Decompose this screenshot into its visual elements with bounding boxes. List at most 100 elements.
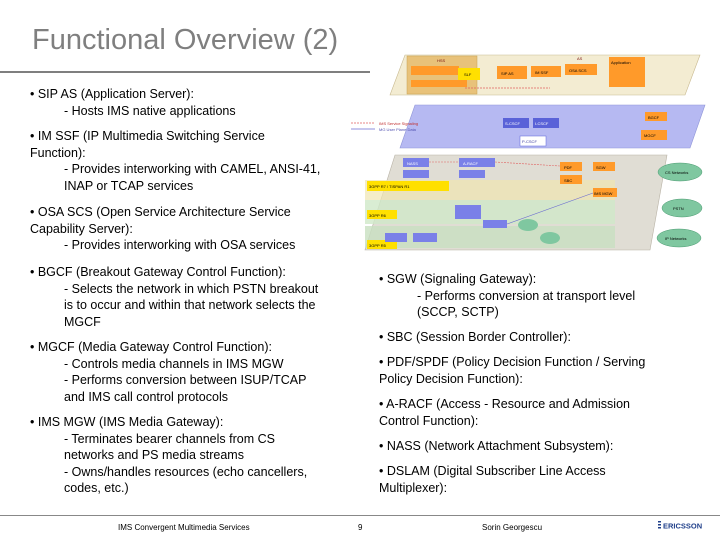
hss-inner-1 — [411, 66, 459, 75]
footer-divider — [0, 515, 720, 516]
ims-architecture-diagram: HSS SLF SIP AS IM SSF AS OSA SCS Applica… — [351, 54, 706, 251]
im-ssf-heading-cont: Function): — [30, 145, 86, 160]
sip-as-block: • SIP AS (Application Server): - Hosts I… — [30, 86, 236, 119]
pdf-heading: • PDF/SPDF (Policy Decision Function / S… — [379, 355, 646, 369]
ims-mgw-desc-3: - Owns/handles resources (echo canceller… — [64, 464, 308, 479]
transport-link-3 — [506, 192, 594, 225]
sbc-box — [560, 175, 582, 184]
ims-mgw-block: • IMS MGW (IMS Media Gateway): - Termina… — [30, 414, 307, 497]
bras-box — [459, 170, 485, 178]
sgw-box — [593, 162, 615, 171]
a-racf-block: • A-RACF (Access - Resource and Admissio… — [379, 396, 630, 429]
page-title: Functional Overview (2) — [32, 24, 339, 56]
osa-scs-heading-cont: Capability Server): — [30, 221, 133, 236]
slf-label: SLF — [464, 72, 472, 77]
as-label: AS — [577, 56, 583, 61]
dslam-box — [403, 170, 429, 178]
im-ssf-label: IM SSF — [535, 70, 549, 75]
footer-page-number: 9 — [358, 523, 363, 532]
ims-mgw-desc-4: codes, etc.) — [64, 481, 129, 495]
nass-label: NASS — [407, 161, 418, 166]
pstn-label: PSTN — [673, 206, 684, 211]
osa-scs-heading: • OSA SCS (Open Service Architecture Ser… — [30, 205, 291, 219]
footer-author: Sorin Georgescu — [482, 523, 543, 532]
pdf-heading-cont: Policy Decision Function): — [379, 371, 523, 386]
sbc-block: • SBC (Session Border Controller): — [379, 329, 571, 346]
mgcf-desc-1: - Controls media channels in IMS MGW — [64, 356, 284, 371]
ip-network-label: IP Networks — [665, 236, 687, 241]
sgw-block: • SGW (Signaling Gateway): - Performs co… — [379, 271, 635, 321]
im-ssf-heading: • IM SSF (IP Multimedia Switching Servic… — [30, 129, 265, 143]
nass-heading: • NASS (Network Attachment Subsystem): — [379, 439, 614, 453]
gpp5-tag — [367, 240, 397, 249]
application-label: Application — [611, 60, 631, 65]
cs-network-label: CS Networks — [665, 170, 688, 175]
gpp6-tag — [367, 210, 397, 219]
ims-mgw-heading: • IMS MGW (IMS Media Gateway): — [30, 415, 224, 429]
sgw-desc-2: (SCCP, SCTP) — [417, 305, 499, 319]
dslam-heading: • DSLAM (Digital Subscriber Line Access — [379, 464, 606, 478]
mgw-box — [593, 188, 617, 197]
cs-network-cloud — [657, 162, 703, 182]
mgcf-box — [641, 130, 667, 140]
sip-as-box — [497, 66, 527, 79]
nass-block: • NASS (Network Attachment Subsystem): — [379, 438, 613, 455]
racf-box — [459, 158, 495, 167]
nass-box — [403, 158, 429, 167]
mgcf-desc-3: and IMS call control protocols — [64, 389, 228, 404]
gpp5-label: 3GPP R5 — [369, 243, 387, 248]
a-racf-heading-cont: Control Function): — [379, 413, 479, 428]
a-racf-heading: • A-RACF (Access - Resource and Admissio… — [379, 397, 630, 411]
sgw-heading: • SGW (Signaling Gateway): — [379, 272, 537, 286]
hss-inner-2 — [411, 80, 467, 87]
gpp7-label: 3GPP R7 / TISPAN R1 — [369, 184, 410, 189]
sip-as-desc: - Hosts IMS native applications — [64, 103, 236, 118]
logo-text: ERICSSON — [663, 522, 702, 531]
sgw-label: SGW — [596, 165, 606, 170]
transport-link-2 — [494, 161, 561, 167]
ims-mgw-desc-2: networks and PS media streams — [64, 448, 244, 462]
mgcf-desc-2: - Performs conversion between ISUP/TCAP — [64, 373, 307, 387]
osa-scs-box — [565, 64, 597, 75]
icscf-box — [533, 118, 559, 128]
scscf-box — [503, 118, 529, 128]
mgcf-label: MGCF — [644, 133, 656, 138]
racf-label: A-RACF — [463, 161, 478, 166]
sgw-desc-1: - Performs conversion at transport level — [417, 288, 636, 303]
sbc-heading: • SBC (Session Border Controller): — [379, 330, 571, 344]
application-box — [609, 57, 645, 87]
pdf-block: • PDF/SPDF (Policy Decision Function / S… — [379, 354, 645, 387]
wlan-box — [455, 205, 481, 219]
ericsson-logo: ERICSSON — [658, 521, 702, 531]
legend-user-plane: MG User Plane Data — [379, 127, 417, 132]
hss-label: HSS — [437, 58, 446, 63]
sgsn-box — [413, 233, 437, 242]
ggsn-box — [483, 220, 507, 228]
sbc-label: SBC — [564, 178, 572, 183]
im-ssf-block: • IM SSF (IP Multimedia Switching Servic… — [30, 128, 320, 194]
mgcf-heading: • MGCF (Media Gateway Control Function): — [30, 340, 272, 354]
im-ssf-box — [531, 66, 561, 77]
slf-box — [458, 68, 480, 80]
pcscf-box — [519, 135, 547, 147]
ims-mgw-desc-1: - Terminates bearer channels from CS — [64, 431, 275, 446]
dslam-block: • DSLAM (Digital Subscriber Line Access … — [379, 463, 606, 496]
mgw-label: IMS MGW — [594, 191, 613, 196]
access-cloud-1 — [518, 219, 538, 231]
legend-signaling: IMS Service Signaling — [379, 121, 418, 126]
bgcf-block: • BGCF (Breakout Gateway Control Functio… — [30, 264, 318, 330]
ip-network-cloud — [656, 228, 702, 248]
mgcf-block: • MGCF (Media Gateway Control Function):… — [30, 339, 306, 405]
pdf-label: PDF — [564, 165, 573, 170]
title-underline — [0, 71, 370, 73]
gpp6-label: 3GPP R6 — [369, 213, 387, 218]
im-ssf-desc: - Provides interworking with CAMEL, ANSI… — [64, 162, 321, 176]
dslam-heading-cont: Multiplexer): — [379, 480, 448, 495]
bgcf-desc-2: is to occur and within that network sele… — [64, 298, 316, 312]
bgcf-desc-3: MGCF — [64, 314, 101, 329]
access-cloud-2 — [540, 232, 560, 244]
pcscf-label: P-CSCF — [522, 139, 537, 144]
sip-as-label: SIP AS — [501, 71, 514, 76]
bgcf-heading: • BGCF (Breakout Gateway Control Functio… — [30, 265, 286, 279]
bgcf-label: BGCF — [648, 115, 660, 120]
